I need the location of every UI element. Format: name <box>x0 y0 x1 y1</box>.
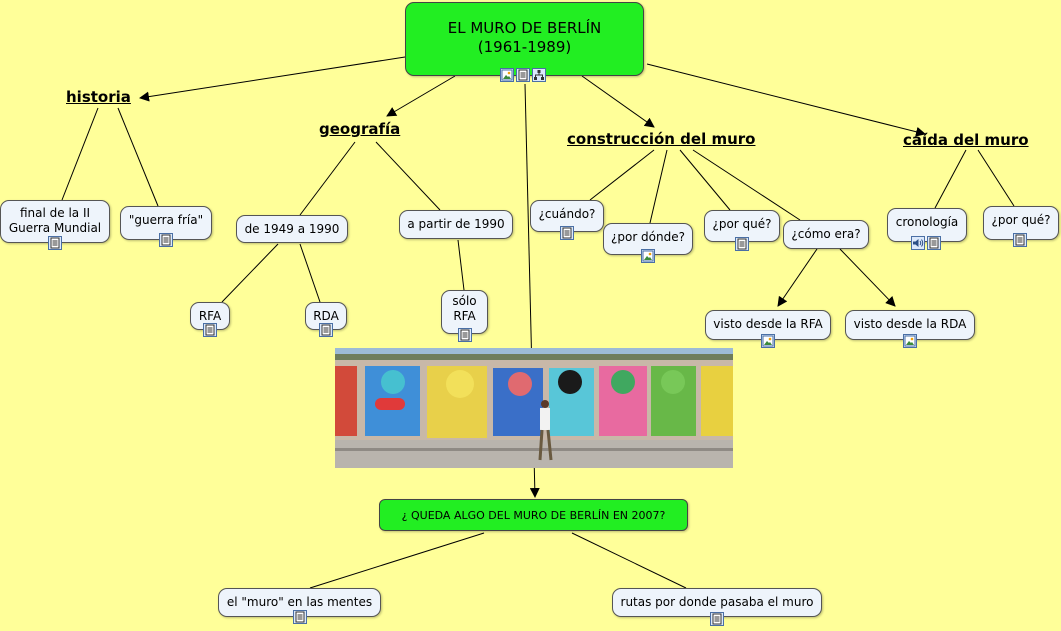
document-resource-icon[interactable] <box>560 226 574 240</box>
audio-resource-icon[interactable] <box>911 236 925 250</box>
link-historia-final <box>61 107 99 201</box>
link-1949-rda <box>299 243 321 303</box>
image-resource-icon[interactable] <box>500 68 514 82</box>
document-resource-icon[interactable] <box>203 323 217 337</box>
link-root-construccion <box>581 75 655 128</box>
document-resource-icon[interactable] <box>159 233 173 247</box>
node-muro-en-las-mentes[interactable]: el "muro" en las mentes <box>218 588 381 617</box>
link-root-caida <box>646 63 926 137</box>
label-geografia[interactable]: geografía <box>319 120 401 138</box>
root-resource-icons <box>500 68 546 82</box>
concept-map-resource-icon[interactable] <box>532 68 546 82</box>
document-resource-icon[interactable] <box>1013 233 1027 247</box>
link-construccion-pordonde <box>649 149 668 224</box>
link-caida-porque <box>977 149 1015 207</box>
node-por-que-construccion[interactable]: ¿por qué? <box>704 210 780 242</box>
link-comoera-rda <box>839 248 896 307</box>
label-historia[interactable]: historia <box>66 88 131 106</box>
link-1990-solo <box>457 239 465 291</box>
root-concept-node[interactable]: EL MURO DE BERLÍN (1961-1989) <box>405 2 644 76</box>
final-guerra-line2: Guerra Mundial <box>8 221 102 235</box>
node-rfa[interactable]: RFA <box>190 302 230 330</box>
final-guerra-line1: final de la II <box>19 206 91 220</box>
link-root-geografia <box>386 75 456 117</box>
link-construccion-cuando <box>589 149 655 201</box>
document-resource-icon[interactable] <box>710 612 724 626</box>
label-construccion-del-muro[interactable]: construcción del muro <box>567 130 756 148</box>
link-1949-rfa <box>221 243 279 303</box>
document-resource-icon[interactable] <box>319 323 333 337</box>
label-caida-del-muro[interactable]: caída del muro <box>903 131 1029 149</box>
node-como-era[interactable]: ¿cómo era? <box>783 220 869 249</box>
link-construccion-comoera <box>692 149 801 221</box>
document-resource-icon[interactable] <box>293 610 307 624</box>
node-a-partir-de-1990[interactable]: a partir de 1990 <box>399 210 513 239</box>
berlin-wall-photo <box>335 348 733 468</box>
document-resource-icon[interactable] <box>458 328 472 342</box>
node-final-guerra-mundial[interactable]: final de la II Guerra Mundial <box>0 200 110 243</box>
image-resource-icon[interactable] <box>761 334 775 348</box>
document-resource-icon[interactable] <box>735 237 749 251</box>
link-queda-mentes <box>309 532 485 589</box>
link-construccion-porque <box>679 149 731 211</box>
node-queda-algo-del-muro[interactable]: ¿ QUEDA ALGO DEL MURO DE BERLÍN EN 2007? <box>379 499 688 531</box>
image-resource-icon[interactable] <box>641 249 655 263</box>
root-title: EL MURO DE BERLÍN <box>447 19 602 37</box>
node-solo-rfa[interactable]: sólo RFA <box>441 290 488 334</box>
link-historia-guerrafria <box>117 107 159 207</box>
document-resource-icon[interactable] <box>48 236 62 250</box>
node-cronologia[interactable]: cronología <box>887 208 967 242</box>
solo-rfa-line1: sólo <box>452 294 477 308</box>
link-geografia-1949 <box>299 141 356 216</box>
link-comoera-rfa <box>777 248 818 307</box>
link-geografia-1990 <box>375 141 441 211</box>
node-guerra-fria[interactable]: "guerra fría" <box>120 206 212 240</box>
node-de-1949-a-1990[interactable]: de 1949 a 1990 <box>236 215 348 243</box>
image-resource-icon[interactable] <box>903 334 917 348</box>
document-resource-icon[interactable] <box>516 68 530 82</box>
link-queda-rutas <box>571 532 687 589</box>
solo-rfa-line2: RFA <box>453 309 476 323</box>
document-resource-icon[interactable] <box>927 236 941 250</box>
root-years: (1961-1989) <box>477 38 572 56</box>
link-root-historia <box>139 56 406 102</box>
link-caida-cronologia <box>934 149 967 209</box>
